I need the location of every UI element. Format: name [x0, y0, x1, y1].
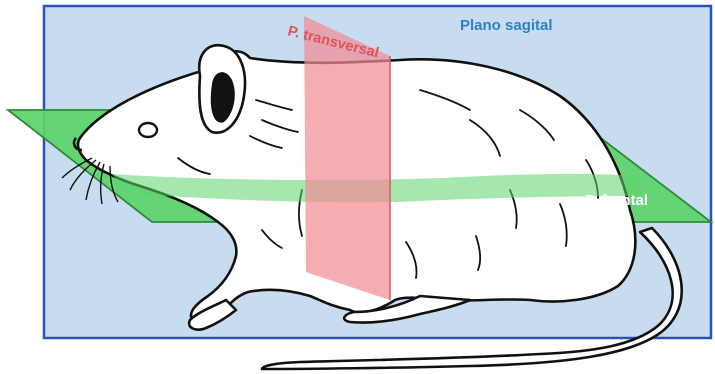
frontal-plane-label: P. frontal: [585, 192, 648, 209]
rat-eye: [139, 123, 157, 137]
sagittal-plane-label: Plano sagital: [460, 17, 553, 34]
